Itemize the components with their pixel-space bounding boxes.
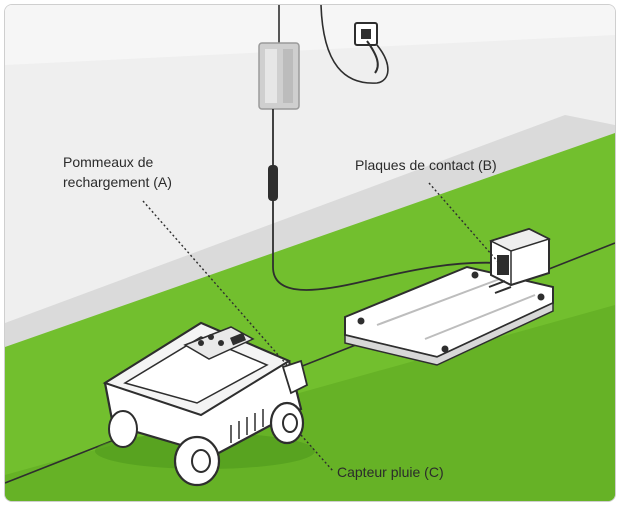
power-adapter-icon [258,42,300,110]
robot-mower-icon [95,321,315,487]
power-cable-station [272,109,500,291]
power-cable-top [320,5,389,84]
leader-line-a [142,200,288,366]
charging-station-icon [344,227,554,366]
label-contact-plates: Plaques de contact (B) [355,157,497,173]
cable-ferrite [268,165,278,201]
wall-power-socket-icon [354,22,379,74]
diagram-frame: Pommeaux de rechargement (A) Plaques de … [4,4,616,502]
label-charging-pins-line1: Pommeaux de [63,154,153,170]
label-charging-pins-line2: rechargement (A) [63,174,172,190]
wall-shade [5,5,615,65]
leader-line-c [300,434,334,472]
wall [5,5,615,335]
label-rain-sensor: Capteur pluie (C) [337,464,444,480]
illustration: Pommeaux de rechargement (A) Plaques de … [5,5,615,501]
